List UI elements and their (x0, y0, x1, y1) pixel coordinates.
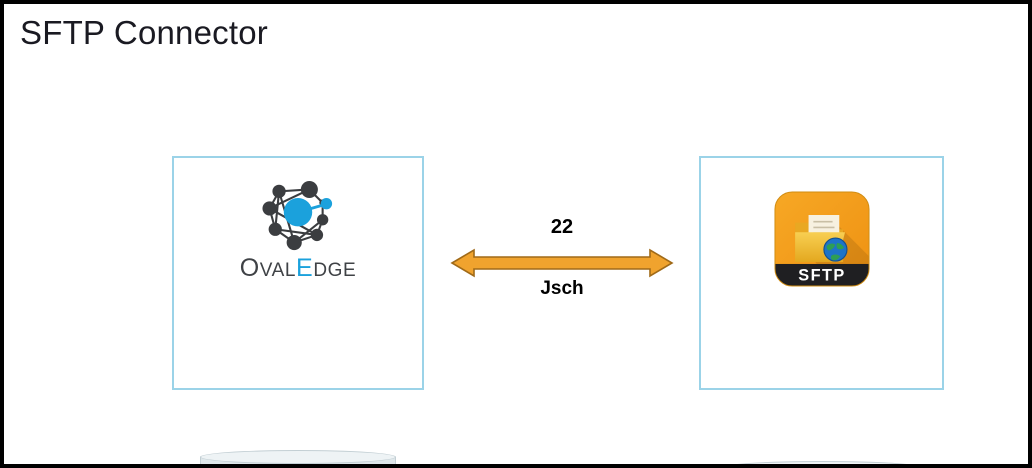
wordmark-part-dge: DGE (313, 260, 357, 281)
cylinder-top-ellipse (718, 461, 925, 464)
page-title: SFTP Connector (20, 14, 268, 51)
wordmark-part-e: E (296, 254, 314, 282)
ovaledge-panel: OVALEDGE Metadata (172, 156, 424, 464)
files-folders-buckets-cylinder: Files Folders / Buckets (718, 461, 925, 464)
wordmark-part-val: VAL (259, 260, 297, 281)
wordmark-part-o: O (239, 254, 260, 282)
connector-port-label: 22 (550, 216, 574, 238)
cylinder-top-ellipse (200, 450, 396, 464)
bidirectional-arrow-icon (450, 248, 674, 278)
connector-library-label: Jsch (540, 278, 584, 299)
sftp-panel: SFTP Files Folders / Buckets (699, 156, 944, 464)
ovaledge-wordmark: OVALEDGE (240, 254, 357, 283)
metadata-label: Metadata (200, 462, 396, 464)
svg-text:SFTP: SFTP (798, 266, 845, 284)
ovaledge-network-logo-icon (250, 180, 346, 252)
metadata-cylinder: Metadata (200, 450, 396, 464)
sftp-app-icon: SFTP (773, 191, 870, 287)
